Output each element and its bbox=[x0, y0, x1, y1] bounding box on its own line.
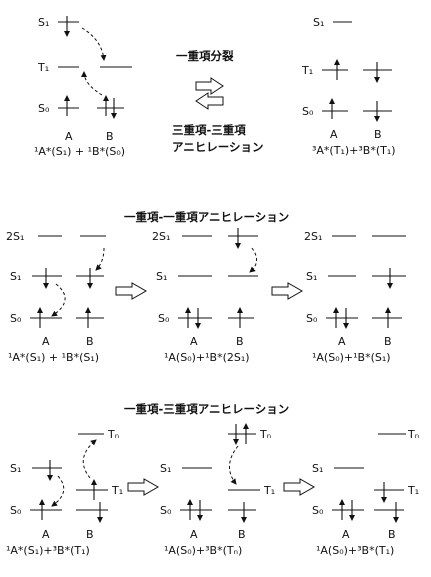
label-b: B bbox=[238, 528, 246, 541]
label-s0: S₀ bbox=[38, 102, 50, 115]
label-s0: S₀ bbox=[158, 312, 170, 325]
formula: ¹A(S₀)+³B*(T₁) bbox=[316, 544, 394, 557]
label-s0: S₀ bbox=[160, 504, 172, 517]
label-t1: T₁ bbox=[407, 484, 419, 497]
label-tn: Tₙ bbox=[407, 428, 419, 441]
singlet-fission-label: 一重項分裂 bbox=[176, 49, 234, 63]
formula: ¹A*(S₁)+³B*(T₁) bbox=[6, 544, 90, 557]
dashed-arrow bbox=[95, 247, 105, 271]
label-b: B bbox=[236, 335, 244, 348]
label-t1: T₁ bbox=[111, 484, 123, 497]
label-2s1: 2S₁ bbox=[304, 230, 322, 243]
middle-panel-2: 2S₁ S₁ S₀ A B ¹A(S₀)+¹B*(2S₁) bbox=[152, 228, 258, 364]
label-s1: S₁ bbox=[306, 270, 317, 283]
formula: ¹A(S₀)+¹B*(S₁) bbox=[312, 351, 391, 364]
label-s1: S₁ bbox=[10, 270, 21, 283]
dashed-arrow bbox=[81, 27, 107, 61]
label-t1: T₁ bbox=[263, 484, 275, 497]
label-a: A bbox=[42, 528, 50, 541]
formula: ¹A(S₀)+³B*(Tₙ) bbox=[164, 544, 242, 557]
process-arrow bbox=[283, 478, 316, 496]
label-b: B bbox=[106, 130, 114, 143]
backward-block-arrow bbox=[195, 92, 224, 110]
label-t1: T₁ bbox=[301, 64, 313, 77]
middle-title: 一重項-一重項アニヒレーション bbox=[124, 210, 289, 224]
label-b: B bbox=[388, 528, 396, 541]
tta-label-2: アニヒレーション bbox=[172, 140, 264, 154]
label-s1: S₁ bbox=[156, 270, 167, 283]
label-b: B bbox=[374, 128, 382, 141]
top-center: 一重項分裂 三重項-三重項 アニヒレーション bbox=[172, 49, 264, 154]
formula: ³A*(T₁)+³B*(T₁) bbox=[312, 144, 396, 157]
dashed-arrow bbox=[249, 247, 257, 273]
dashed-arrow bbox=[51, 475, 65, 507]
label-b: B bbox=[86, 335, 94, 348]
label-s1: S₁ bbox=[313, 16, 324, 29]
label-b: B bbox=[86, 528, 94, 541]
process-arrow bbox=[127, 478, 160, 496]
formula: ¹A*(S₁) + ¹B*(S₀) bbox=[34, 145, 125, 158]
bottom-title: 一重項-三重項アニヒレーション bbox=[124, 402, 289, 416]
dashed-arrow bbox=[51, 283, 66, 317]
dashed-arrow bbox=[82, 439, 97, 479]
process-arrow bbox=[271, 282, 304, 300]
label-a: A bbox=[330, 128, 338, 141]
label-s1: S₁ bbox=[312, 462, 323, 475]
label-s0: S₀ bbox=[312, 504, 324, 517]
forward-block-arrow bbox=[195, 77, 224, 95]
label-2s1: 2S₁ bbox=[6, 230, 24, 243]
process-arrow bbox=[115, 282, 148, 300]
dashed-arrow bbox=[81, 71, 103, 96]
label-t1: T₁ bbox=[37, 61, 49, 74]
bottom-panel-2: Tₙ S₁ T₁ S₀ A B ¹A(S₀)+³B*(Tₙ) bbox=[160, 423, 275, 557]
label-a: A bbox=[65, 130, 73, 143]
label-a: A bbox=[190, 528, 198, 541]
label-2s1: 2S₁ bbox=[152, 230, 170, 243]
label-s0: S₀ bbox=[10, 312, 22, 325]
tta-label-1: 三重項-三重項 bbox=[172, 123, 246, 137]
label-s0: S₀ bbox=[10, 504, 22, 517]
label-s1: S₁ bbox=[160, 462, 171, 475]
label-tn: Tₙ bbox=[259, 428, 271, 441]
label-s1: S₁ bbox=[38, 16, 49, 29]
middle-panel-1: 2S₁ S₁ S₀ A B ¹A*(S₁) + ¹B*(S₁) bbox=[6, 230, 106, 364]
label-s1: S₁ bbox=[10, 462, 21, 475]
label-tn: Tₙ bbox=[107, 428, 119, 441]
bottom-panel-1: Tₙ S₁ T₁ S₀ A B ¹A*(S₁)+³B*(T₁) bbox=[6, 428, 123, 557]
label-a: A bbox=[42, 335, 50, 348]
label-s0: S₀ bbox=[302, 105, 314, 118]
label-a: A bbox=[190, 335, 198, 348]
formula: ¹A*(S₁) + ¹B*(S₁) bbox=[8, 351, 99, 364]
top-left-panel: S₁ T₁ S₀ A B ¹A*(S₁) + ¹B*(S₀) bbox=[34, 16, 132, 158]
bottom-panel-3: Tₙ S₁ T₁ S₀ A B ¹A(S₀)+³B*(T₁) bbox=[312, 428, 419, 557]
label-a: A bbox=[338, 335, 346, 348]
top-right-panel: S₁ T₁ S₀ A B ³A*(T₁)+³B*(T₁) bbox=[301, 16, 396, 157]
formula: ¹A(S₀)+¹B*(2S₁) bbox=[164, 351, 250, 364]
label-s0: S₀ bbox=[306, 312, 318, 325]
label-a: A bbox=[342, 528, 350, 541]
middle-panel-3: 2S₁ S₁ S₀ A B ¹A(S₀)+¹B*(S₁) bbox=[304, 230, 406, 364]
dashed-arrow bbox=[229, 445, 239, 485]
label-b: B bbox=[384, 335, 392, 348]
